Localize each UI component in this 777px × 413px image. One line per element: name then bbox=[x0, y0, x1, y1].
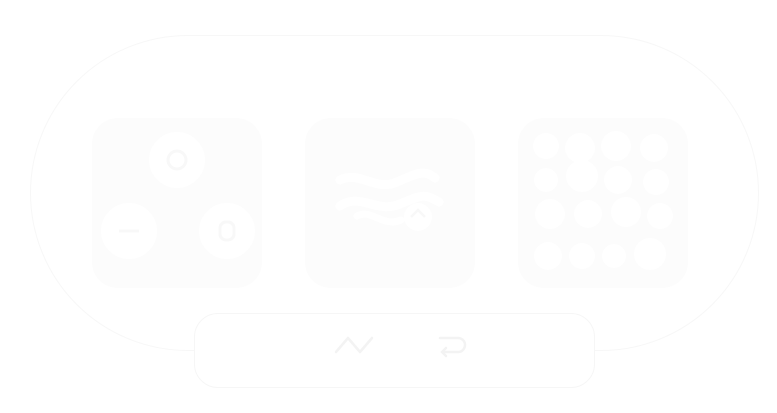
wavy-arrows-icon bbox=[335, 168, 444, 231]
bottom-control-pill[interactable] bbox=[194, 313, 595, 388]
circle-grid-icon bbox=[533, 131, 673, 270]
three-circles-icon bbox=[101, 132, 255, 259]
loop-icon[interactable] bbox=[430, 330, 470, 360]
tile-three-circles[interactable] bbox=[92, 118, 262, 288]
tile-wavy-arrows[interactable] bbox=[305, 118, 475, 288]
tile-circle-grid[interactable] bbox=[518, 118, 688, 288]
shuffle-icon[interactable] bbox=[330, 330, 380, 360]
